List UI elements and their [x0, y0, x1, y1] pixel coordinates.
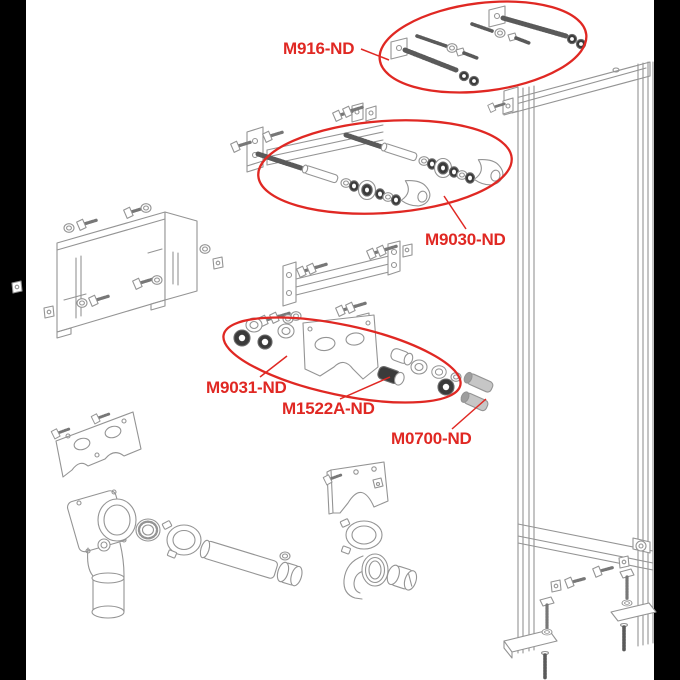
pillarbox-left — [0, 0, 26, 680]
fastener-kit-m916 — [390, 5, 587, 87]
part-label-m0700-nd: M0700-ND — [391, 429, 472, 448]
pillarbox-right — [654, 0, 680, 680]
leader-line-m9031 — [259, 355, 288, 378]
leader-line-m0700 — [451, 398, 487, 430]
cistern-protection-box — [11, 201, 224, 339]
highlight-ellipse-m9030 — [257, 119, 513, 215]
part-label-m9031-nd: M9031-ND — [206, 378, 287, 397]
outlet-elbow-set — [321, 461, 418, 600]
pipes-m0700 — [460, 371, 494, 412]
highlight-ellipse-m9031 — [222, 316, 462, 404]
highlight-ellipse-m916 — [378, 0, 588, 94]
leader-line-m9030 — [443, 195, 467, 230]
part-label-m916-nd: M916-ND — [283, 39, 355, 58]
leader-line-m916 — [360, 48, 390, 61]
part-label-m9030-nd: M9030-ND — [425, 230, 506, 249]
leader-line-m1522a — [339, 376, 391, 400]
lower-mounting-rail — [256, 239, 413, 331]
installation-frame — [486, 61, 657, 680]
rod-kit-m9030 — [255, 132, 506, 210]
wall-mounting-plate — [49, 408, 142, 478]
part-label-m1522a-nd: M1522A-ND — [282, 399, 375, 418]
drain-trap — [66, 489, 303, 619]
annotations — [222, 0, 588, 430]
